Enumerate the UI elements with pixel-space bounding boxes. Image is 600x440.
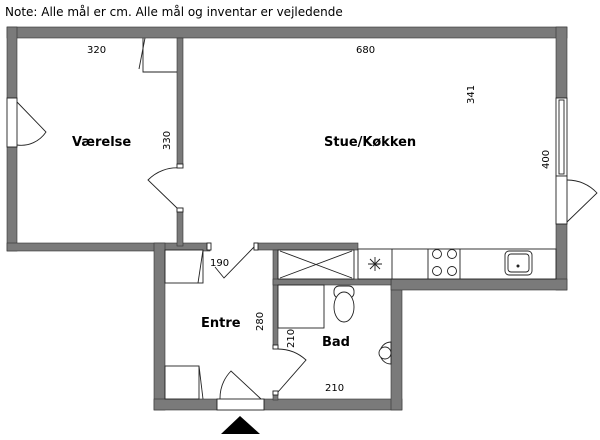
- wall-top: [6, 26, 568, 39]
- wall-right-upper: [555, 26, 568, 99]
- room-label-entre: Entre: [201, 316, 241, 331]
- wall-kitchen-bottom: [390, 278, 568, 291]
- wall-divider-upper: [176, 37, 184, 166]
- bath-cabinet: [277, 284, 325, 329]
- room-label-vaerelse: Værelse: [72, 135, 131, 150]
- toilet-icon: [333, 285, 355, 323]
- closet-vaerelse: [142, 38, 177, 73]
- shower-box: [277, 249, 355, 280]
- kitchen-counter: [357, 248, 557, 280]
- closet-entre-top: [164, 249, 204, 284]
- closet-door: [138, 37, 146, 70]
- room-label-stue: Stue/Køkken: [324, 135, 416, 150]
- window-vaerelse: [6, 97, 47, 148]
- wall-divider-lower: [176, 207, 184, 247]
- door-terrace: [555, 175, 598, 225]
- stove-icon: [432, 249, 457, 276]
- closet-entre-bottom: [164, 365, 200, 400]
- kitchen-sink-icon: [504, 250, 533, 276]
- door-bad: [277, 348, 307, 393]
- dim-stue-width: 680: [356, 45, 375, 56]
- plan-note: Note: Alle mål er cm. Alle mål og invent…: [5, 5, 343, 19]
- walls: [6, 26, 568, 411]
- fridge-icon: [368, 257, 382, 271]
- dim-bad-depth: 210: [286, 329, 297, 348]
- wall-left-lower: [6, 146, 18, 252]
- dim-entre-width: 190: [210, 258, 229, 269]
- room-label-bad: Bad: [322, 335, 350, 350]
- wall-entre-top: [253, 242, 359, 251]
- dim-entre-depth: 280: [255, 312, 266, 331]
- wall-entre-left: [153, 242, 166, 411]
- wall-bottom-left: [153, 398, 218, 411]
- dim-bad-width: 210: [325, 383, 344, 394]
- entrance-door: [216, 370, 265, 411]
- dim-vaerelse-width: 320: [87, 45, 106, 56]
- wall-bottom-right: [263, 398, 403, 411]
- dim-stue-depth: 341: [466, 85, 477, 104]
- wall-bad-left: [272, 249, 279, 350]
- bathroom-sink-icon: [378, 341, 392, 365]
- door-vaerelse: [147, 167, 181, 209]
- window-stue: [555, 97, 568, 177]
- wall-bad-top: [272, 278, 392, 286]
- dim-stue-window-wall: 400: [541, 150, 552, 169]
- entrance-arrow-icon: [221, 416, 260, 434]
- wall-bad-right: [390, 278, 403, 411]
- dim-vaerelse-depth: 330: [162, 131, 173, 150]
- door-stue: [214, 246, 255, 279]
- wall-left-upper: [6, 26, 18, 99]
